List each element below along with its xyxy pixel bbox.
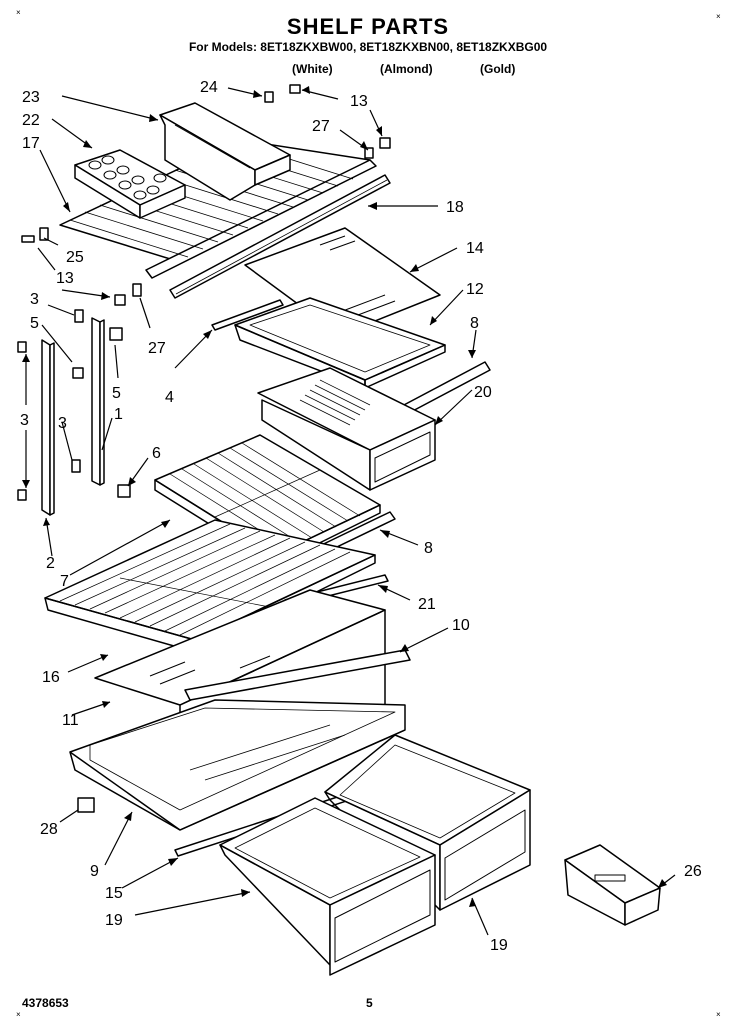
- callout-5: 5: [30, 315, 39, 332]
- upper-wire-shelf: [154, 434, 381, 566]
- variant-almond: (Almond): [380, 62, 433, 76]
- callout-5: 5: [112, 385, 121, 402]
- freezer-shelf-trim: [169, 174, 391, 299]
- leader-arrowheads: [22, 86, 667, 907]
- callout-24: 24: [200, 79, 218, 96]
- lower-wire-shelf: [44, 519, 376, 653]
- callout-16: 16: [42, 669, 60, 686]
- corner-mark-bottom-right: ×: [716, 1010, 721, 1019]
- callout-23: 23: [22, 89, 40, 106]
- callout-2: 2: [46, 555, 55, 572]
- callout-20: 20: [474, 384, 492, 401]
- shelf-supports: [21, 84, 391, 813]
- callout-13: 13: [56, 270, 74, 287]
- callout-27: 27: [312, 118, 330, 135]
- callout-22: 22: [22, 112, 40, 129]
- callout-8: 8: [424, 540, 433, 557]
- callout-3: 3: [30, 291, 39, 308]
- callout-11: 11: [62, 712, 79, 729]
- glass-shelf-frame: [234, 297, 446, 389]
- dairy-bin: [564, 844, 661, 926]
- callout-1: 1: [114, 406, 123, 423]
- variant-gold: (Gold): [480, 62, 516, 76]
- callout-7: 7: [60, 573, 69, 590]
- callout-3: 3: [58, 415, 67, 432]
- crisper-drawer-right: [324, 734, 531, 911]
- callout-6: 6: [152, 445, 161, 462]
- callout-8: 8: [470, 315, 479, 332]
- callout-14: 14: [466, 240, 484, 257]
- corner-mark-bottom-left: ×: [16, 1010, 21, 1019]
- meat-drawer: [257, 367, 436, 491]
- page-number: 5: [366, 996, 373, 1010]
- callout-10: 10: [452, 617, 470, 634]
- page-title: SHELF PARTS: [286, 14, 450, 39]
- callout-4: 4: [165, 389, 174, 406]
- callout-3: 3: [20, 412, 29, 429]
- callout-19: 19: [105, 912, 123, 929]
- callout-9: 9: [90, 863, 99, 880]
- callout-21: 21: [418, 596, 436, 613]
- callout-17: 17: [22, 135, 40, 152]
- shelf-ladder-rails: [17, 317, 105, 516]
- crisper-cover: [94, 589, 411, 811]
- callout-labels: 24 13 23 22 27 17 18 25 13 14 3 12 5 8 2…: [20, 79, 702, 954]
- crisper-drawer-left: [219, 797, 436, 976]
- callout-13: 13: [350, 93, 368, 110]
- callout-26: 26: [684, 863, 702, 880]
- front-trim-4: [211, 299, 284, 331]
- callout-15: 15: [105, 885, 123, 902]
- corner-mark-top-right: ×: [716, 12, 721, 21]
- callout-12: 12: [466, 281, 484, 298]
- crisper-frame: [69, 699, 406, 831]
- ice-cube-tray: [74, 149, 186, 219]
- ice-bin: [159, 102, 291, 201]
- model-list: For Models: 8ET18ZKXBW00, 8ET18ZKXBN00, …: [188, 40, 548, 54]
- callout-28: 28: [40, 821, 58, 838]
- variant-white: (White): [292, 62, 333, 76]
- callout-25: 25: [66, 249, 84, 266]
- callout-27: 27: [148, 340, 166, 357]
- callout-18: 18: [446, 199, 464, 216]
- part-number: 4378653: [22, 996, 69, 1010]
- callout-19: 19: [490, 937, 508, 954]
- corner-mark-top-left: ×: [16, 8, 21, 17]
